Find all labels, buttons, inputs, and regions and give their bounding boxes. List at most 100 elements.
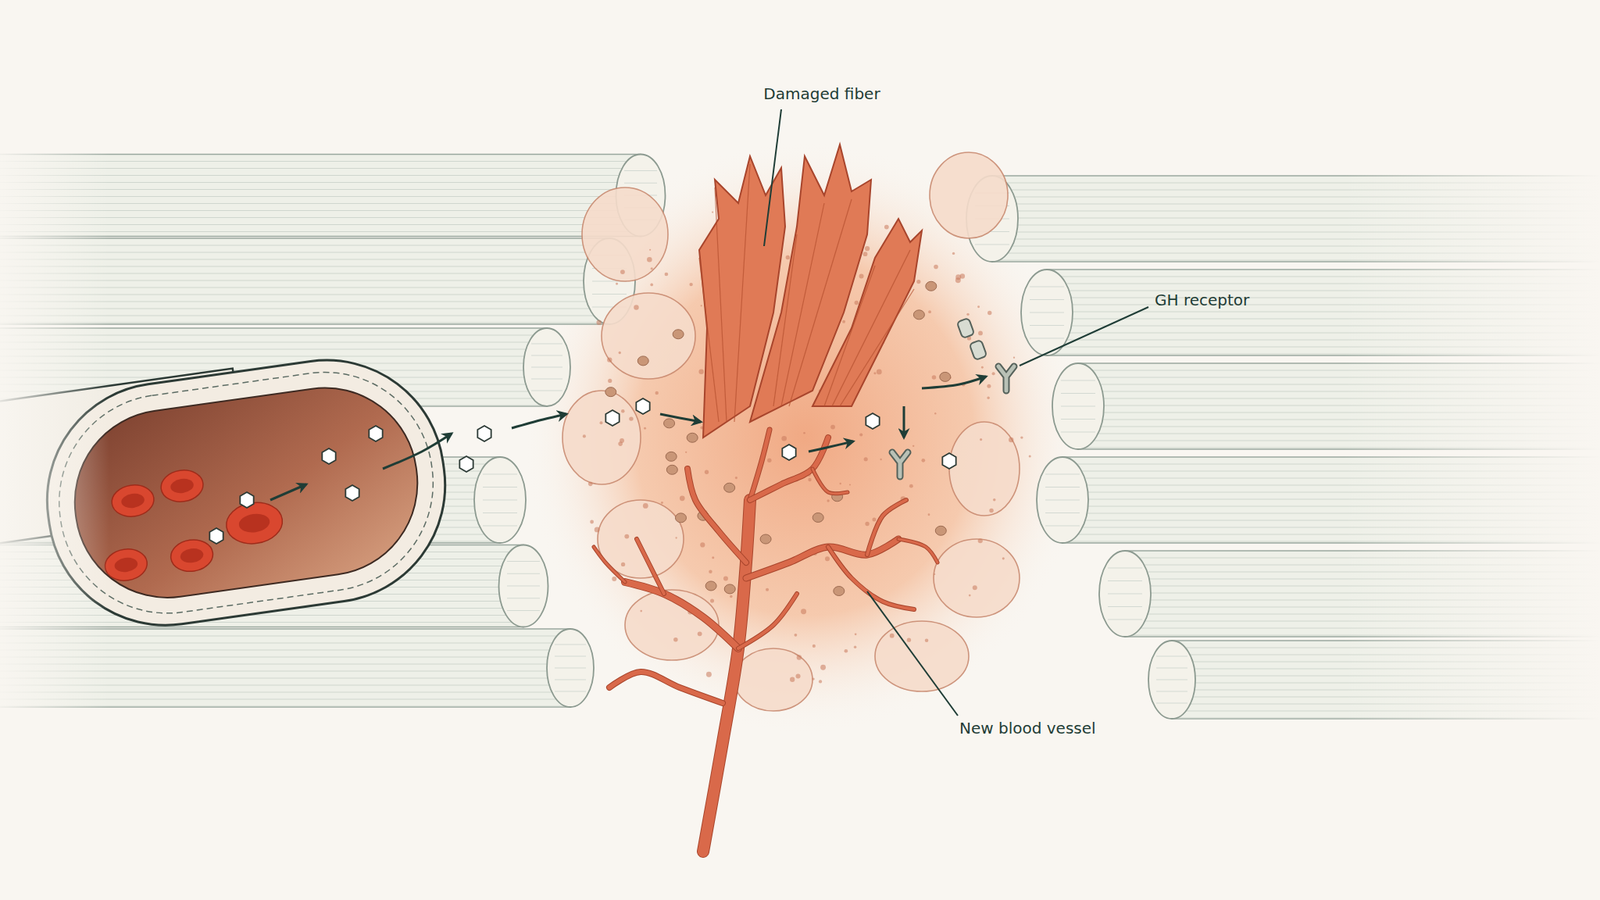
receptor-outline	[892, 452, 908, 477]
speck	[933, 573, 936, 575]
nucleus	[939, 371, 951, 382]
speck	[864, 246, 870, 251]
speck	[884, 225, 890, 230]
vessel-branch	[609, 671, 723, 704]
tissue-cell	[734, 648, 813, 711]
vessel-branch-outline	[609, 671, 723, 704]
growth-hormone	[209, 528, 223, 544]
myofibril	[1107, 606, 1143, 608]
strand-striation	[832, 250, 911, 407]
myofibril	[1045, 486, 1080, 488]
speck	[650, 283, 654, 287]
myofibril	[1107, 619, 1143, 621]
growth-hormone	[321, 448, 336, 465]
gh-receptor	[998, 366, 1015, 391]
cell-rim	[159, 467, 206, 504]
speck	[704, 470, 709, 475]
growth-hormone	[605, 410, 619, 426]
vessel-branch	[828, 546, 915, 610]
tissue-cell	[929, 152, 1008, 239]
vessel-branch-outline	[898, 539, 938, 563]
red-blood-cell	[168, 537, 215, 575]
leader-line	[867, 591, 958, 716]
myofibril	[1156, 691, 1188, 693]
speck	[921, 458, 925, 463]
speck	[968, 594, 972, 597]
speck	[642, 503, 649, 509]
speck	[633, 304, 639, 310]
cell-rim	[168, 537, 215, 575]
myofibril	[1029, 312, 1065, 314]
receptor-body	[998, 366, 1015, 391]
myofibril	[624, 182, 658, 184]
speck	[796, 654, 802, 660]
nucleus	[925, 281, 937, 291]
vessel-branch-outline	[636, 539, 665, 594]
edge-fade	[0, 0, 110, 900]
speck	[781, 435, 787, 442]
nucleus	[672, 329, 684, 340]
myofibril	[507, 585, 540, 587]
vessel-branch	[898, 539, 938, 563]
myofibril	[531, 390, 563, 392]
flow-arrow	[270, 484, 307, 500]
speck	[621, 409, 625, 414]
speck	[864, 521, 869, 526]
speck	[818, 679, 822, 683]
myofibril	[1156, 703, 1188, 704]
speck	[981, 366, 984, 369]
speck	[735, 476, 738, 479]
speck	[1013, 357, 1015, 359]
speck	[932, 375, 937, 380]
nucleus	[812, 512, 824, 522]
strand-striation	[734, 164, 750, 422]
growth-hormone	[345, 485, 359, 501]
vessel-branch-outline	[593, 546, 625, 583]
vessel-branch-outline	[687, 468, 747, 563]
speck	[859, 432, 863, 436]
speck	[863, 251, 868, 257]
callout-label: Damaged fiber	[763, 84, 880, 104]
flow-arrow	[808, 441, 854, 452]
myofibril	[482, 512, 518, 514]
myofibril	[1060, 418, 1096, 420]
vessel-branch	[750, 437, 829, 500]
myofibril	[1156, 679, 1188, 681]
edge-fade	[1343, 0, 1600, 900]
speck	[643, 427, 647, 430]
speck	[928, 310, 932, 314]
myofibril	[482, 525, 518, 527]
speck	[620, 269, 625, 275]
speck	[979, 438, 983, 441]
speck	[955, 277, 961, 283]
speck	[611, 576, 617, 582]
speck	[803, 432, 806, 435]
myofibril	[1045, 474, 1080, 475]
speck	[992, 498, 997, 502]
speck	[853, 646, 857, 649]
speck	[698, 368, 704, 374]
speck	[952, 252, 955, 255]
nucleus	[705, 581, 717, 591]
myofibril	[1045, 525, 1080, 527]
fiber-cross-section	[546, 628, 594, 708]
myofibril	[507, 560, 540, 562]
vessel-branch	[687, 468, 747, 563]
speck	[689, 282, 693, 286]
leader-line	[764, 109, 782, 247]
speck	[646, 257, 653, 263]
myofibril	[1156, 656, 1188, 658]
tissue-cell	[601, 292, 696, 379]
speck	[600, 421, 604, 425]
nucleus	[833, 586, 845, 597]
speck	[1028, 454, 1032, 458]
myofibril	[554, 656, 586, 658]
speck	[649, 249, 651, 251]
speck	[639, 610, 643, 613]
speck	[925, 638, 929, 643]
speck	[986, 396, 990, 399]
speck	[839, 482, 841, 485]
myofibril	[1060, 406, 1096, 408]
speck	[607, 378, 612, 383]
